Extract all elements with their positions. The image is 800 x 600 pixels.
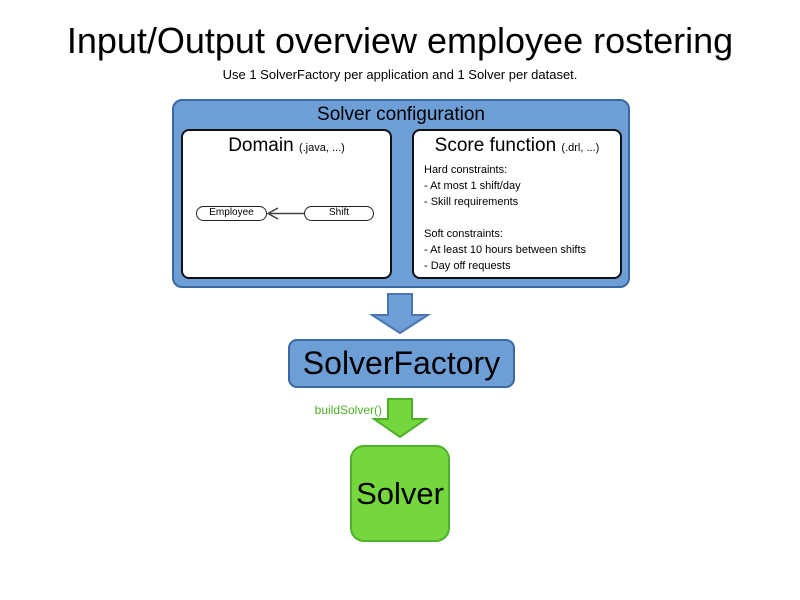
factory-to-solver-arrow-icon	[370, 398, 430, 439]
build-solver-label: buildSolver()	[314, 403, 382, 417]
domain-title: Domain	[228, 135, 294, 156]
page-title: Input/Output overview employee rostering	[66, 20, 734, 61]
soft-constraints-title: Soft constraints:	[424, 228, 503, 240]
soft-constraints-group: Soft constraints: - At least 10 hours be…	[424, 226, 616, 274]
config-to-factory-arrow-icon	[368, 293, 432, 335]
solver-factory-box: SolverFactory	[288, 339, 515, 388]
domain-heading: Domain (.java, ...)	[183, 134, 390, 160]
domain-file-types: (.java, ...)	[298, 142, 345, 154]
score-function-box: Score function (.drl, ...) Hard constrai…	[412, 129, 622, 279]
entity-employee: Employee	[196, 206, 267, 221]
hard-constraints-group: Hard constraints: - At most 1 shift/day …	[424, 162, 616, 210]
page-subtitle: Use 1 SolverFactory per application and …	[222, 67, 578, 82]
soft-constraint-item: - Day off requests	[424, 260, 511, 272]
hard-constraint-item: - Skill requirements	[424, 196, 519, 208]
hard-constraint-item: - At most 1 shift/day	[424, 180, 521, 192]
solver-box: Solver	[350, 445, 450, 542]
association-arrow	[266, 207, 304, 220]
entity-shift: Shift	[304, 206, 374, 221]
score-function-heading: Score function (.drl, ...)	[414, 134, 620, 160]
score-function-content: Hard constraints: - At most 1 shift/day …	[424, 162, 616, 274]
domain-box: Domain (.java, ...) Employee Shift	[181, 129, 392, 279]
solver-configuration-title: Solver configuration	[317, 104, 485, 125]
soft-constraint-item: - At least 10 hours between shifts	[424, 244, 587, 256]
solver-configuration-box: Solver configuration Domain (.java, ...)…	[172, 99, 630, 288]
hard-constraints-title: Hard constraints:	[424, 164, 508, 176]
score-function-file-types: (.drl, ...)	[561, 142, 600, 154]
solver-factory-label: SolverFactory	[302, 345, 501, 381]
solver-label: Solver	[356, 475, 444, 511]
score-function-title: Score function	[434, 135, 557, 156]
